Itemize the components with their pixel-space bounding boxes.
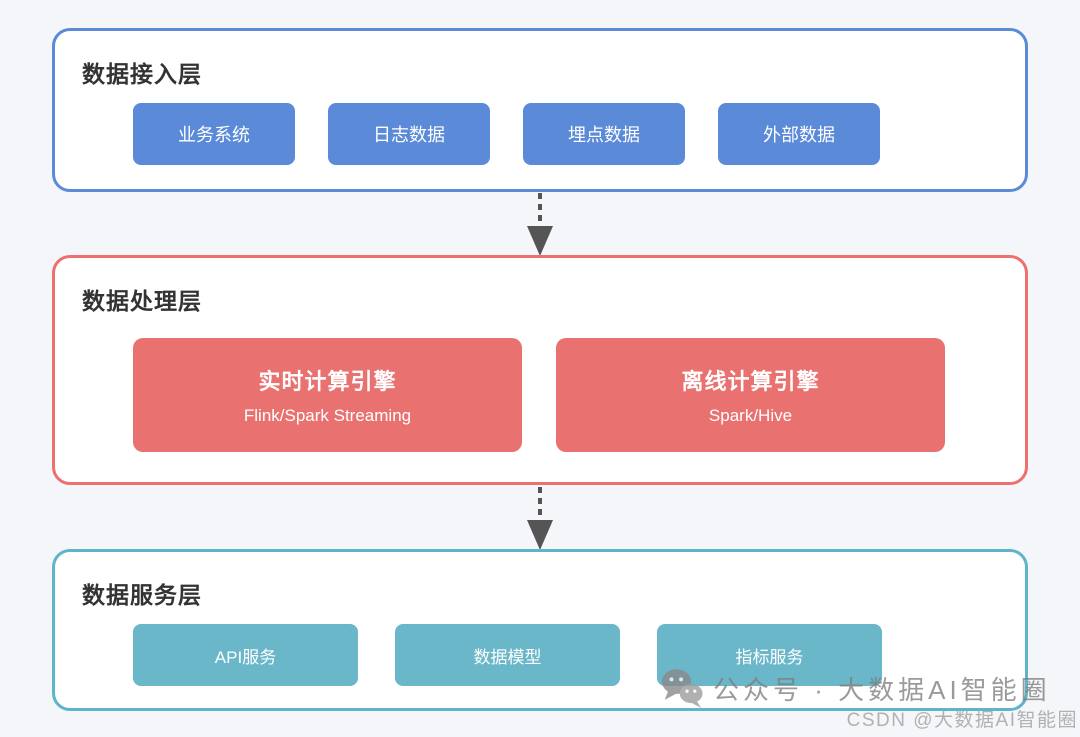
arrow-dashed-line (538, 193, 542, 226)
box-event-tracking-data: 埋点数据 (523, 103, 685, 165)
box-label: 埋点数据 (568, 125, 640, 145)
layer-title-access: 数据接入层 (82, 61, 202, 87)
box-label: API服务 (214, 647, 277, 667)
layer-title-processing: 数据处理层 (82, 288, 202, 314)
layer-data-access: 数据接入层 业务系统 日志数据 埋点数据 外部数据 (52, 28, 1028, 192)
flow-arrow-processing-to-service (527, 487, 553, 550)
service-box-row: API服务 数据模型 指标服务 (133, 624, 882, 686)
access-box-row: 业务系统 日志数据 埋点数据 外部数据 (133, 103, 880, 165)
layer-data-service: 数据服务层 API服务 数据模型 指标服务 (52, 549, 1028, 711)
box-label: 日志数据 (373, 125, 445, 145)
box-external-data: 外部数据 (718, 103, 880, 165)
processing-box-row: 实时计算引擎 Flink/Spark Streaming 离线计算引擎 Spar… (133, 338, 945, 452)
box-label: 外部数据 (763, 125, 835, 145)
arrow-dashed-line (538, 487, 542, 520)
box-label: 指标服务 (735, 647, 804, 667)
box-log-data: 日志数据 (328, 103, 490, 165)
layer-title-service: 数据服务层 (82, 582, 202, 608)
box-sublabel: Spark/Hive (708, 406, 793, 425)
flow-arrow-access-to-processing (527, 193, 553, 256)
arrow-down-icon (527, 226, 553, 256)
box-label: 实时计算引擎 (258, 369, 397, 394)
box-label: 业务系统 (178, 125, 250, 145)
box-metrics-service: 指标服务 (657, 624, 882, 686)
box-label: 离线计算引擎 (681, 369, 820, 394)
layer-data-processing: 数据处理层 实时计算引擎 Flink/Spark Streaming 离线计算引… (52, 255, 1028, 485)
arrow-down-icon (527, 520, 553, 550)
box-offline-compute-engine: 离线计算引擎 Spark/Hive (556, 338, 945, 452)
box-label: 数据模型 (473, 647, 542, 667)
box-business-system: 业务系统 (133, 103, 295, 165)
box-sublabel: Flink/Spark Streaming (243, 406, 412, 425)
box-data-model: 数据模型 (395, 624, 620, 686)
box-api-service: API服务 (133, 624, 358, 686)
box-realtime-compute-engine: 实时计算引擎 Flink/Spark Streaming (133, 338, 522, 452)
